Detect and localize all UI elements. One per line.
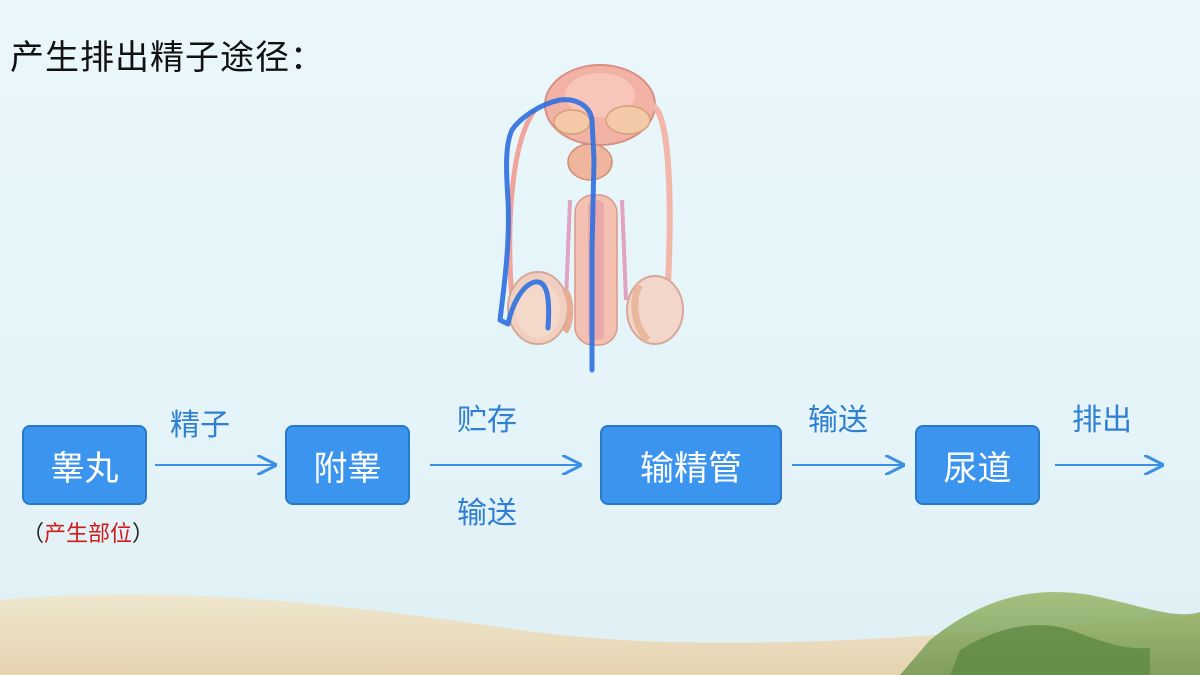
edge-label-store: 贮存	[457, 403, 517, 438]
sperm-route-trace	[497, 97, 597, 373]
edge-label-sperm: 精子	[170, 408, 230, 443]
node-urethra: 尿道	[915, 425, 1040, 505]
node-vas-deferens-label: 输精管	[640, 448, 742, 489]
edge-label-transport-2: 输送	[808, 403, 868, 438]
note-text: 产生部位	[44, 522, 133, 547]
node-testis-label: 睾丸	[50, 448, 119, 489]
edge-label-transport-1: 输送	[457, 496, 517, 531]
node-vas-deferens: 输精管	[600, 425, 782, 505]
production-site-note: （产生部位）	[22, 516, 154, 548]
note-close-paren: ）	[132, 522, 155, 547]
page-title: 产生排出精子途径：	[10, 38, 325, 78]
note-open-paren: （	[22, 522, 45, 547]
node-urethra-label: 尿道	[943, 448, 1012, 489]
node-epididymis: 附睾	[285, 425, 410, 505]
node-testis: 睾丸	[22, 425, 147, 505]
edge-label-discharge: 排出	[1072, 403, 1132, 438]
node-epididymis-label: 附睾	[313, 448, 382, 489]
